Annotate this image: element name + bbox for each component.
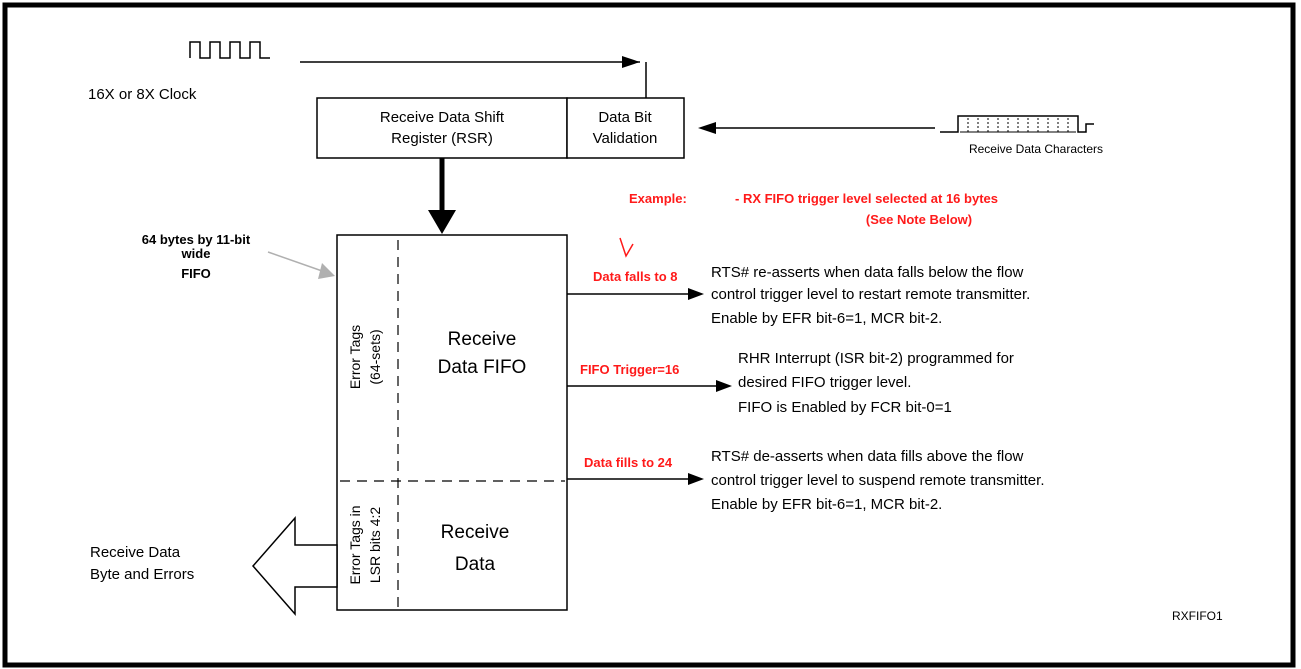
falls-note-line-3: Enable by EFR bit-6=1, MCR bit-2.	[711, 310, 942, 327]
rsr-to-fifo-arrowhead	[428, 210, 456, 234]
trigger-arrowhead	[716, 380, 732, 392]
fills-note-line-2: control trigger level to suspend remote …	[711, 472, 1045, 489]
fifo-size-label-1: 64 bytes by 11-bit	[142, 232, 251, 247]
fifo-box	[336, 234, 568, 611]
receive-data-label-1: Receive	[441, 522, 510, 543]
trigger-note-line-1: RHR Interrupt (ISR bit-2) programmed for	[738, 350, 1014, 367]
trigger-note-line-2: desired FIFO trigger level.	[738, 374, 911, 391]
error-tags-bottom-label-2: LSR bits 4:2	[367, 507, 383, 583]
trigger-arrow-label: FIFO Trigger=16	[580, 362, 679, 377]
falls-note-line-1: RTS# re-asserts when data falls below th…	[711, 264, 1024, 281]
fills-note-line-3: Enable by EFR bit-6=1, MCR bit-2.	[711, 496, 942, 513]
input-arrowhead	[698, 122, 716, 134]
example-heading: Example:	[629, 191, 687, 206]
validation-box	[566, 97, 685, 159]
validation-label-1: Data Bit	[598, 109, 652, 126]
clock-label: 16X or 8X Clock	[88, 86, 197, 103]
falls-arrow-label: Data falls to 8	[593, 269, 678, 284]
output-label-1: Receive Data	[90, 544, 181, 561]
falls-note-line-2: control trigger level to restart remote …	[711, 286, 1030, 303]
red-check-icon	[619, 237, 634, 258]
example-line-1: - RX FIFO trigger level selected at 16 b…	[735, 191, 998, 206]
example-line-2: (See Note Below)	[866, 212, 972, 227]
receive-data-label-2: Data	[455, 554, 496, 575]
rsr-box	[316, 97, 568, 159]
fifo-size-label-3: FIFO	[181, 266, 211, 281]
fills-arrow-label: Data fills to 24	[584, 455, 673, 470]
validation-label-2: Validation	[593, 130, 658, 147]
falls-arrowhead	[688, 288, 704, 300]
error-tags-top-label-2: (64-sets)	[367, 329, 383, 384]
fills-arrowhead	[688, 473, 704, 485]
fills-note-line-1: RTS# de-asserts when data fills above th…	[711, 448, 1024, 465]
output-label-2: Byte and Errors	[90, 566, 194, 583]
input-label: Receive Data Characters	[969, 142, 1103, 156]
error-tags-bottom-label-1: Error Tags in	[347, 505, 363, 584]
fifo-main-label-1: Receive	[448, 329, 517, 350]
error-tags-top-label-1: Error Tags	[347, 325, 363, 389]
figure-id: RXFIFO1	[1172, 609, 1223, 623]
fifo-pointer-arrowhead	[318, 263, 335, 279]
trigger-note-line-3: FIFO is Enabled by FCR bit-0=1	[738, 399, 952, 416]
rsr-label-1: Receive Data Shift	[380, 109, 505, 126]
fifo-main-label-2: Data FIFO	[438, 357, 527, 378]
clock-waveform-icon	[189, 41, 270, 59]
receive-data-waveform-icon	[940, 115, 1094, 133]
clock-arrowhead	[622, 56, 640, 68]
fifo-pointer-line	[267, 251, 326, 273]
rsr-label-2: Register (RSR)	[391, 130, 493, 147]
fifo-size-label-2: wide	[181, 246, 211, 261]
output-arrow-icon	[252, 516, 338, 616]
